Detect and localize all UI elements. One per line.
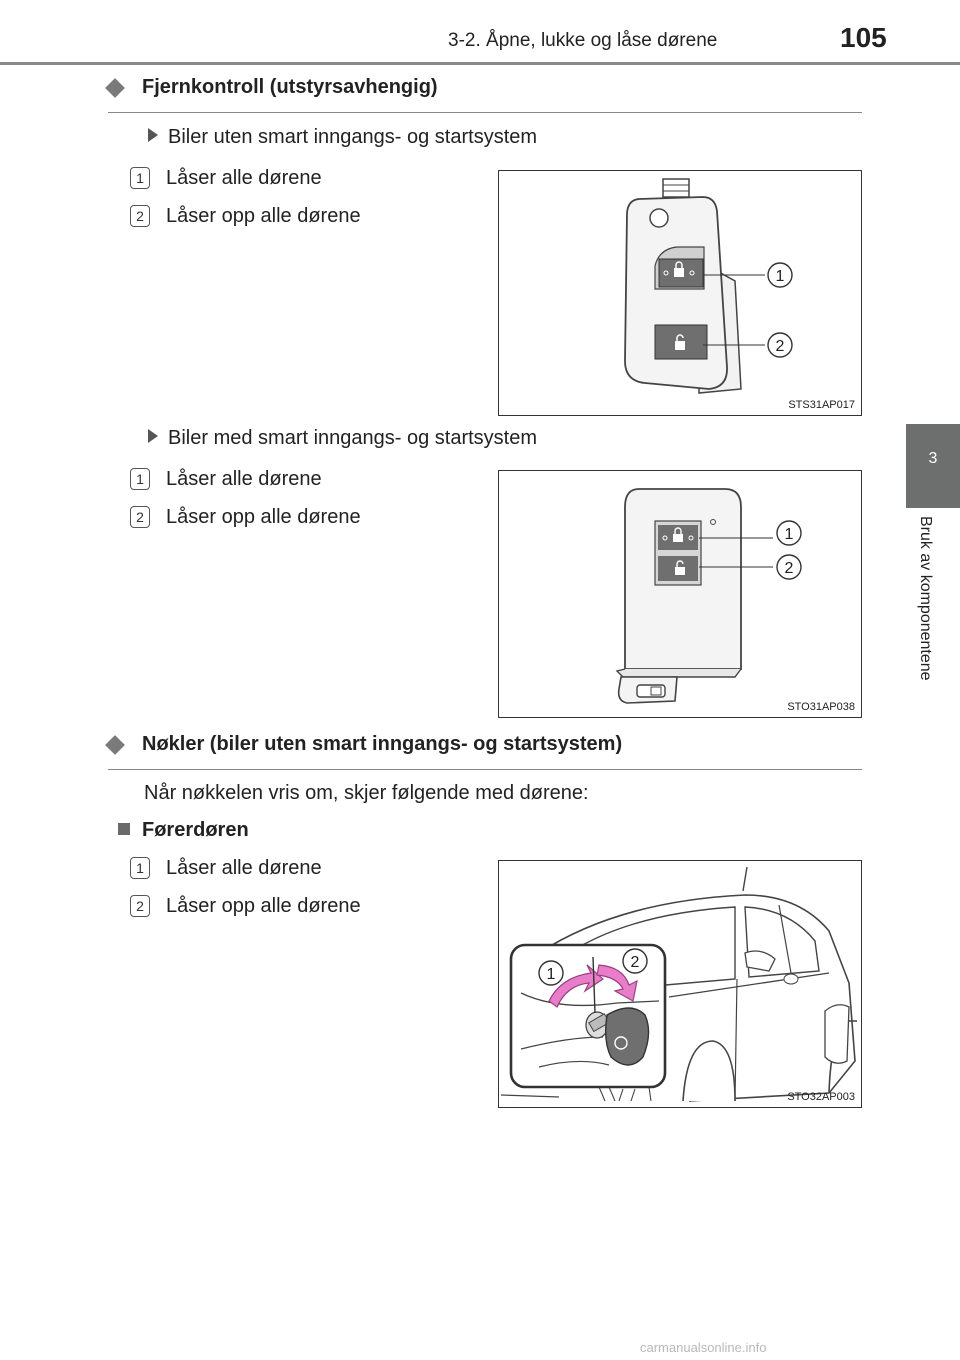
car-door-illustration: 1 2 [500,866,857,1102]
subheading-with-smart: Biler med smart inngangs- og startsystem [148,427,537,450]
list-item: 2 Låser opp alle dørene [130,506,361,532]
item-number-badge: 2 [130,895,150,917]
figure-code: STS31AP017 [788,399,855,411]
figure-code: STO31AP038 [787,701,855,713]
figure-smart-key: 1 2 STO31AP038 [498,470,862,718]
subheading-text: Biler uten smart inngangs- og startsyste… [168,126,538,148]
list-item: 1 Låser alle dørene [130,468,322,494]
square-bullet-icon [118,823,130,835]
figure-callout: 1 [785,526,794,543]
item-text: Låser opp alle dørene [166,205,361,227]
section-title: Fjernkontroll (utstyrsavhengig) [142,76,438,98]
page-number: 105 [840,22,887,53]
diamond-bullet-icon [105,78,125,98]
item-text: Låser alle dørene [166,857,322,879]
flip-key-illustration: 1 2 [624,178,793,394]
subheading-text: Biler med smart inngangs- og startsystem [168,427,538,449]
section-title: Nøkler (biler uten smart inngangs- og st… [142,733,623,755]
subheading-driver-door: Førerdøren [118,819,249,842]
chapter-title: 3-2. Åpne, lukke og låse dørene [448,30,718,51]
item-text: Låser alle dørene [166,468,322,490]
item-number-badge: 2 [130,205,150,227]
watermark: carmanualsonline.info [640,1340,767,1355]
chapter-tab [906,424,960,508]
subheading-text: Førerdøren [142,819,249,841]
diamond-bullet-icon [105,735,125,755]
item-text: Låser opp alle dørene [166,895,361,917]
list-item: 1 Låser alle dørene [130,857,322,883]
figure-callout: 1 [776,268,785,285]
item-text: Låser opp alle dørene [166,506,361,528]
triangle-bullet-icon [148,429,158,443]
chapter-tab-label: Bruk av komponentene [917,516,934,681]
figure-driver-door-key: 1 2 STO32AP003 [498,860,862,1108]
subheading-without-smart: Biler uten smart inngangs- og startsyste… [148,126,537,149]
smart-key-illustration: 1 2 [615,488,802,704]
list-item: 2 Låser opp alle dørene [130,895,361,921]
chapter-tab-strip [906,510,960,740]
figure-code: STO32AP003 [787,1091,855,1103]
list-item: 1 Låser alle dørene [130,167,322,193]
triangle-bullet-icon [148,128,158,142]
section-rule [108,769,862,770]
header-rule [0,62,960,65]
section-rule [108,112,862,113]
chapter-tab-number: 3 [928,450,938,467]
item-text: Låser alle dørene [166,167,322,189]
intro-paragraph: Når nøkkelen vris om, skjer følgende med… [144,782,589,804]
item-number-badge: 1 [130,468,150,490]
item-number-badge: 2 [130,506,150,528]
item-number-badge: 1 [130,167,150,189]
item-number-badge: 1 [130,857,150,879]
chapter-tab-label-wrap: Bruk av komponentene [914,516,954,736]
figure-callout: 1 [547,966,556,983]
figure-callout: 2 [785,560,794,577]
figure-callout: 2 [776,338,785,355]
figure-callout: 2 [631,954,640,971]
figure-flip-key-remote: 1 2 STS31AP017 [498,170,862,416]
list-item: 2 Låser opp alle dørene [130,205,361,231]
